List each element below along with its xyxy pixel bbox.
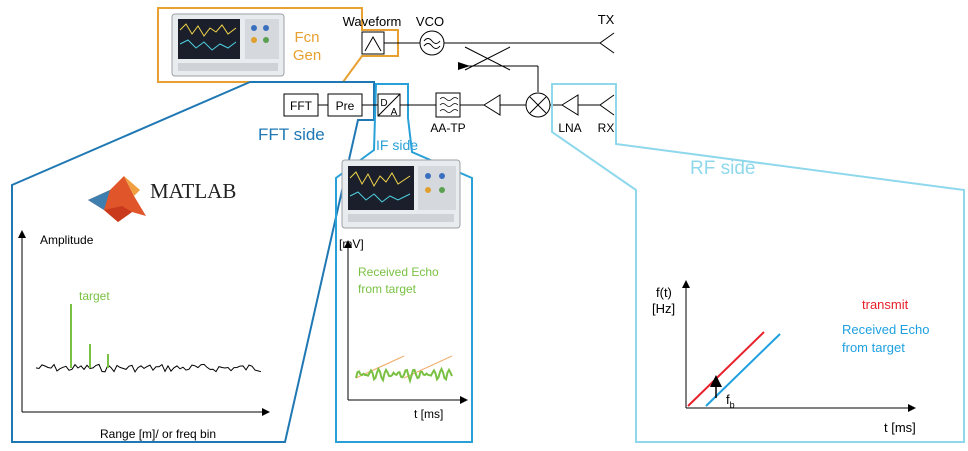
aa-tp-label: AA-TP: [430, 121, 465, 135]
rx-label: RX: [598, 121, 615, 135]
lna-amplifier-icon: [561, 94, 579, 116]
matlab-wordmark: MATLAB: [150, 179, 236, 203]
rf-transmit-label: transmit: [862, 297, 909, 312]
dac-d-label: D: [380, 98, 387, 109]
rf-side-label: RF side: [690, 158, 755, 179]
fft-target-label: target: [79, 289, 110, 303]
rx-antenna-icon: [599, 94, 615, 116]
if-xlabel: t [ms]: [414, 407, 443, 421]
mixer-cross-b: [529, 96, 547, 114]
fft-side-callout: [11, 81, 375, 443]
fft-block-label: FFT: [290, 99, 313, 113]
if-echo-label-line1: Received Echo: [358, 265, 439, 279]
rf-echo-ramp: [705, 333, 781, 407]
lna-label: LNA: [558, 121, 581, 135]
rf-xlabel: t [ms]: [884, 420, 916, 435]
rf-ylabel-line1: f(t): [656, 285, 672, 300]
if-echo-label-line2: from target: [358, 282, 417, 296]
rf-ylabel-line2: [Hz]: [652, 301, 675, 316]
fcn-gen-label-line1: Fcn: [294, 29, 319, 46]
vco-sine-icon: [423, 38, 441, 49]
dac-a-label: A: [391, 107, 398, 118]
waveform-label: Waveform: [343, 14, 402, 29]
if-oscilloscope-image: [341, 159, 461, 229]
rf-echo-label-line1: Received Echo: [842, 322, 929, 337]
if-ylabel: [mV]: [339, 237, 364, 251]
fft-noise-floor: [35, 363, 262, 373]
filter-wave-icon: [439, 97, 459, 113]
coupler-termination: [458, 62, 470, 70]
fcn-gen-oscilloscope-image: [171, 13, 285, 77]
tx-label: TX: [598, 12, 615, 27]
rf-echo-label-line2: from target: [842, 340, 905, 355]
fft-side-label: FFT side: [258, 125, 325, 144]
if-echo-signal: [355, 366, 453, 385]
aa-tp-filter-block: [435, 92, 461, 118]
if-side-label: IF side: [376, 137, 418, 153]
fft-xlabel: Range [m]/ or freq bin: [100, 427, 216, 441]
fcn-gen-label-line2: Gen: [293, 47, 321, 64]
fcn-gen-callout: [157, 7, 399, 83]
fft-ylabel: Amplitude: [40, 233, 94, 247]
rf-transmit-ramp: [687, 331, 765, 407]
if-amplifier-icon: [483, 94, 501, 116]
waveform-triangle-icon: [364, 35, 382, 52]
pre-block-label: Pre: [336, 99, 355, 113]
dac-diagonal: [377, 93, 401, 117]
tx-antenna-icon: [599, 32, 615, 54]
rf-side-callout: [551, 83, 965, 443]
vco-label: VCO: [416, 14, 444, 29]
vco-block: [419, 30, 445, 56]
matlab-logo-icon: [88, 176, 146, 222]
rf-fb-label: fb: [726, 392, 735, 410]
